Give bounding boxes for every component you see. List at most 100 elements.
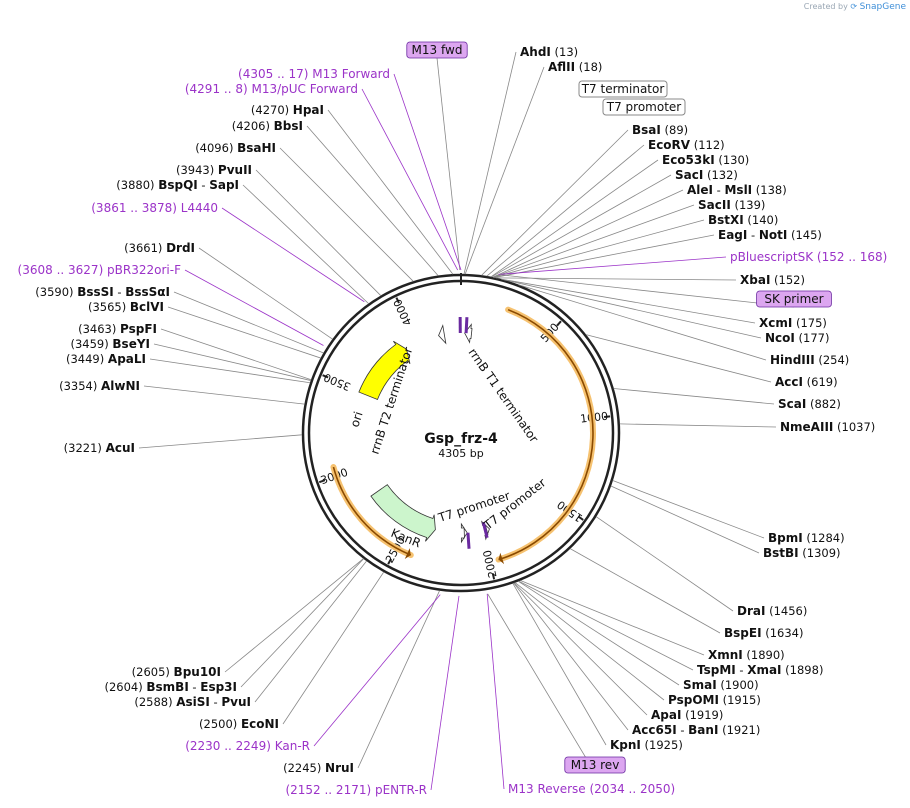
enzyme-leader-line bbox=[306, 125, 439, 276]
enzyme-label: (3354) AlwNI bbox=[59, 379, 140, 393]
enzyme-label: XbaI (152) bbox=[740, 273, 805, 287]
enzyme-leader-line bbox=[520, 580, 705, 656]
enzyme-leader-line bbox=[481, 129, 629, 276]
credit-text: Created by bbox=[803, 2, 848, 11]
enzyme-leader-line bbox=[279, 147, 414, 282]
primer-leader-line bbox=[313, 594, 441, 747]
enzyme-label: BpmI (1284) bbox=[768, 531, 845, 545]
enzyme-leader-line bbox=[513, 582, 648, 716]
enzyme-label: (4096) BsaHI bbox=[195, 141, 276, 155]
enzyme-label: AleI - MslI (138) bbox=[687, 183, 787, 197]
enzyme-leader-line bbox=[486, 144, 645, 277]
tick-label: 2000 bbox=[481, 549, 500, 579]
primer-leader-line bbox=[487, 593, 596, 774]
enzyme-leader-line bbox=[491, 174, 672, 278]
primer-leader-line bbox=[221, 207, 365, 303]
enzyme-leader-line bbox=[357, 590, 440, 769]
enzyme-label: (4270) HpaI bbox=[251, 103, 324, 117]
tick-label: 3500 bbox=[322, 370, 353, 393]
orf-arc bbox=[332, 466, 412, 556]
enzyme-label: BstBI (1309) bbox=[763, 546, 841, 560]
enzyme-leader-line bbox=[518, 580, 694, 671]
tick-mark bbox=[322, 374, 329, 379]
enzyme-labels: AhdI (13)AflII (18)BsaI (89)EcoRV (112)E… bbox=[35, 45, 875, 775]
enzyme-label: (2245) NruI bbox=[283, 761, 354, 775]
primer-leader-line bbox=[436, 57, 461, 271]
orf-arrowhead bbox=[498, 552, 505, 565]
primer-label: pBluescriptSK (152 .. 168) bbox=[730, 250, 887, 264]
enzyme-leader-line bbox=[518, 580, 680, 686]
t7-promoter-box: T7 promoter bbox=[602, 98, 686, 116]
enzyme-label: AccI (619) bbox=[775, 375, 838, 389]
enzyme-label: SacI (132) bbox=[675, 168, 738, 182]
t7-terminator-box: T7 terminator bbox=[578, 80, 668, 98]
enzyme-leader-line bbox=[464, 66, 545, 275]
enzyme-label: BsaI (89) bbox=[632, 123, 688, 137]
enzyme-leader-line bbox=[255, 169, 382, 296]
primer-leader-line bbox=[499, 274, 795, 308]
primer-leader-line bbox=[393, 73, 462, 271]
enzyme-label: BspEI (1634) bbox=[724, 626, 803, 640]
orf-arrowhead bbox=[404, 548, 411, 560]
primer-box bbox=[756, 290, 832, 308]
enzyme-label: (3943) PvuII bbox=[176, 163, 252, 177]
primer-leader-line bbox=[486, 593, 505, 790]
primer-label: (2230 .. 2249) Kan-R bbox=[185, 739, 310, 753]
snapgene-logo-icon: ⟳ bbox=[850, 2, 858, 11]
plasmid-name: Gsp_frz-4 bbox=[424, 431, 498, 447]
enzyme-label: (2500) EcoNI bbox=[199, 717, 279, 731]
enzyme-label: (3880) BspQI - SapI bbox=[116, 178, 239, 192]
tick-mark bbox=[577, 515, 584, 521]
enzyme-leader-line bbox=[501, 278, 762, 339]
enzyme-leader-line bbox=[518, 284, 767, 361]
enzyme-leader-line bbox=[463, 51, 517, 275]
enzyme-leader-line bbox=[492, 189, 684, 278]
enzyme-leader-line bbox=[153, 343, 311, 381]
enzyme-label: (3221) AcuI bbox=[64, 441, 135, 455]
enzyme-leader-line bbox=[327, 109, 454, 275]
plasmid-length: 4305 bp bbox=[438, 447, 483, 460]
tick-mark bbox=[603, 415, 611, 419]
enzyme-leader-line bbox=[612, 480, 765, 539]
enzyme-leader-line bbox=[619, 423, 777, 428]
tick-mark bbox=[556, 320, 562, 327]
enzyme-label: XmnI (1890) bbox=[708, 648, 785, 662]
enzyme-leader-line bbox=[173, 291, 324, 354]
enzyme-label: (3565) BclVI bbox=[88, 300, 164, 314]
credit-brand: SnapGene bbox=[859, 2, 906, 12]
enzyme-leader-line bbox=[493, 219, 705, 278]
enzyme-label: AhdI (13) bbox=[520, 45, 578, 59]
enzyme-leader-line bbox=[198, 247, 333, 340]
primer-box-label: M13 rev bbox=[571, 758, 620, 772]
primer-site-marker bbox=[464, 317, 469, 334]
enzyme-label: TspMI - XmaI (1898) bbox=[697, 663, 823, 677]
orf-arcs bbox=[330, 306, 596, 565]
tick-label: 4000 bbox=[391, 297, 415, 328]
enzyme-leader-line bbox=[490, 159, 659, 278]
enzyme-leader-line bbox=[282, 571, 385, 725]
enzyme-leader-line bbox=[143, 385, 305, 405]
tick-mark bbox=[318, 479, 326, 484]
primer-leader-line bbox=[430, 595, 460, 791]
t7-promoter-box-label: T7 promoter bbox=[606, 100, 682, 114]
enzyme-label: XcmI (175) bbox=[759, 316, 827, 330]
kanr-arrow bbox=[370, 484, 436, 542]
enzyme-label: AflII (18) bbox=[548, 60, 602, 74]
tick-mark bbox=[395, 297, 400, 304]
enzyme-leader-line bbox=[513, 582, 629, 731]
enzyme-label: ScaI (882) bbox=[778, 397, 841, 411]
primer-box-label: M13 fwd bbox=[412, 43, 463, 57]
enzyme-label: EcoRV (112) bbox=[648, 138, 725, 152]
primer-label: (3861 .. 3878) L4440 bbox=[91, 201, 218, 215]
enzyme-leader-line bbox=[569, 548, 721, 634]
enzyme-label: BstXI (140) bbox=[708, 213, 778, 227]
tick-mark bbox=[387, 558, 392, 565]
enzyme-leader-line bbox=[501, 278, 756, 324]
primer-leader-line bbox=[498, 256, 727, 275]
enzyme-label: (3661) DrdI bbox=[124, 241, 195, 255]
primer-leader-line bbox=[184, 269, 324, 346]
primer-label: (2152 .. 2171) pENTR-R bbox=[285, 783, 427, 797]
primer-box-label: SK primer bbox=[764, 292, 823, 306]
primer-label: (4305 .. 17) M13 Forward bbox=[238, 67, 390, 81]
enzyme-leader-line bbox=[494, 234, 715, 278]
